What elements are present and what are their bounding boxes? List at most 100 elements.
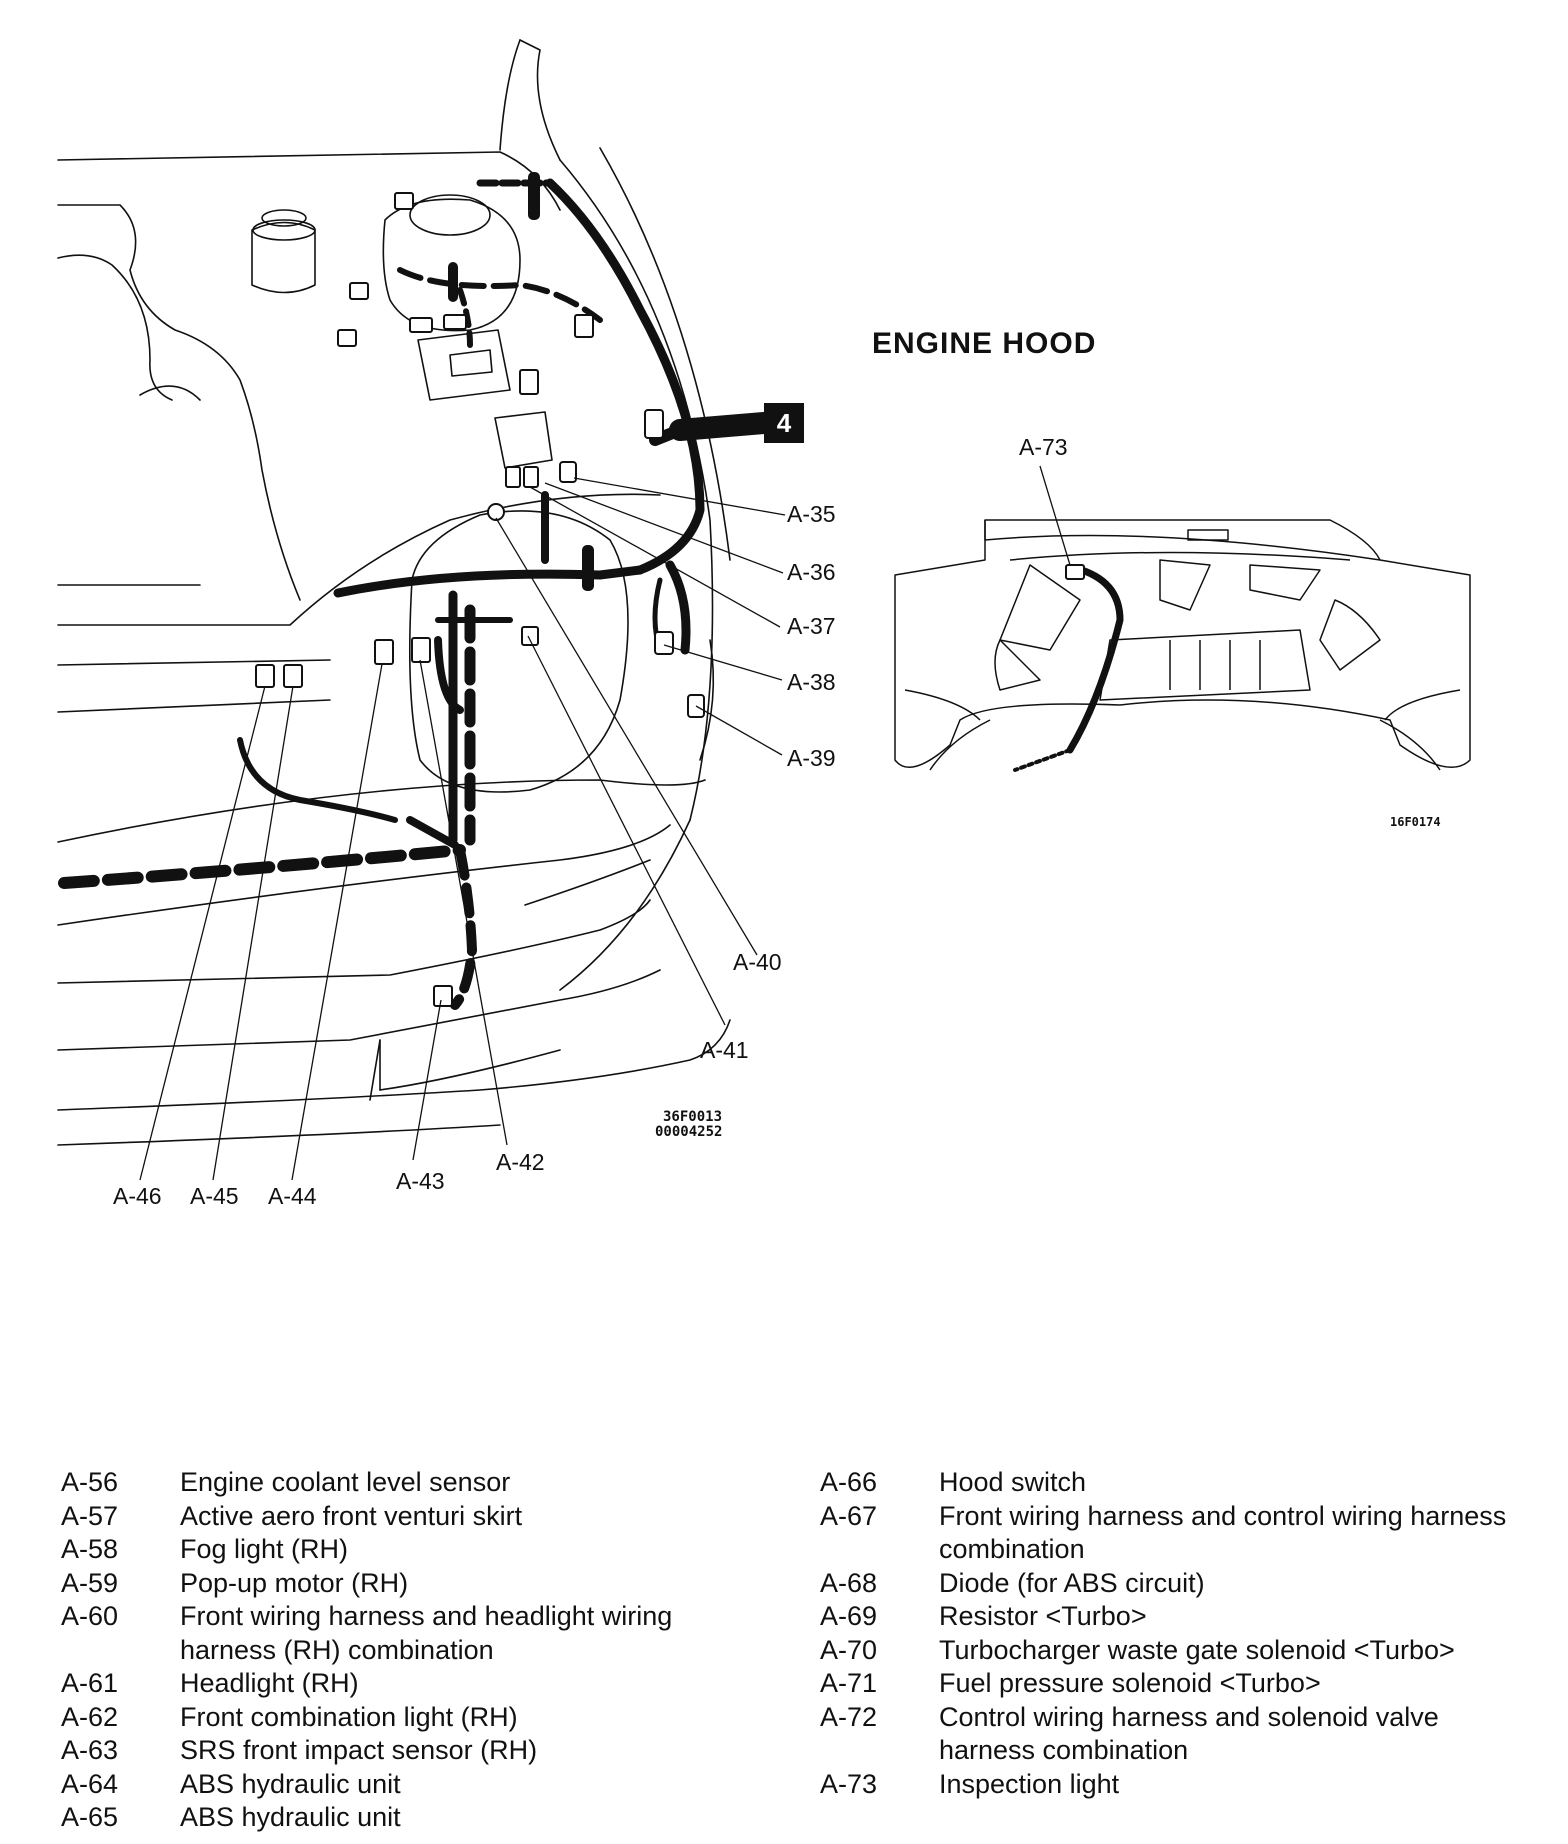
legend-description: harness combination bbox=[939, 1735, 1189, 1765]
legend-code: A-63 bbox=[61, 1735, 119, 1765]
legend-row: A-64 ABS hydraulic unit bbox=[61, 1768, 672, 1802]
legend-code: A-60 bbox=[61, 1601, 119, 1631]
connector-icon bbox=[443, 314, 467, 330]
legend-code bbox=[820, 1734, 939, 1768]
legend-row: A-62 Front combination light (RH) bbox=[61, 1701, 672, 1735]
legend-code: A-72 bbox=[820, 1701, 878, 1732]
connector-icon bbox=[409, 317, 433, 333]
legend-code: A-70 bbox=[820, 1634, 878, 1665]
legend-description: SRS front impact sensor (RH) bbox=[180, 1735, 538, 1765]
legend-description: Active aero front venturi skirt bbox=[180, 1500, 523, 1531]
legend-code bbox=[61, 1634, 180, 1668]
legend-code: A-58 bbox=[61, 1534, 119, 1564]
connector-icon bbox=[394, 192, 414, 210]
diagram-area: 4 A-35 A-36 A-37 A-38 A-39 A-40 A-41 A-4… bbox=[57, 39, 1471, 1209]
connector-icon bbox=[523, 466, 539, 488]
legend-code: A-62 bbox=[61, 1701, 119, 1732]
legend-row: harness (RH) combination bbox=[61, 1634, 672, 1668]
callout-a42: A-42 bbox=[496, 1149, 545, 1175]
connector-icon bbox=[654, 631, 674, 655]
connector-icon bbox=[644, 409, 664, 439]
legend-code: A-66 bbox=[820, 1467, 878, 1497]
connector-icon bbox=[349, 282, 369, 300]
callout-a44: A-44 bbox=[268, 1183, 317, 1209]
legend-code: A-71 bbox=[820, 1668, 878, 1698]
legend-description: Engine coolant level sensor bbox=[180, 1467, 511, 1497]
legend-description: Inspection light bbox=[939, 1768, 1120, 1799]
connector-icon bbox=[1065, 564, 1085, 580]
reservoir-cap-icon bbox=[251, 209, 316, 294]
legend-description: ABS hydraulic unit bbox=[180, 1802, 401, 1832]
leader-lines bbox=[139, 465, 1071, 1181]
connector-icon bbox=[559, 461, 577, 483]
connector-icon bbox=[487, 503, 505, 521]
legend-code: A-59 bbox=[61, 1567, 119, 1598]
callout-a40: A-40 bbox=[733, 949, 782, 975]
callout-a38: A-38 bbox=[787, 669, 836, 695]
legend-row: A-70 Turbocharger waste gate solenoid <Tu… bbox=[820, 1634, 1506, 1668]
figure-code: 36F0013 00004252 bbox=[655, 1110, 722, 1140]
callout-a35: A-35 bbox=[787, 501, 836, 527]
grommet-group bbox=[448, 172, 594, 591]
legend-row: A-61 Headlight (RH) bbox=[61, 1667, 672, 1701]
wheel-well-outline bbox=[408, 510, 629, 793]
callout-a36: A-36 bbox=[787, 559, 836, 585]
legend-code: A-61 bbox=[61, 1668, 119, 1698]
legend-description: Turbocharger waste gate solenoid <Turbo> bbox=[939, 1634, 1455, 1665]
connector-icon bbox=[519, 369, 539, 395]
legend-row: A-72 Control wiring harness and solenoid … bbox=[820, 1701, 1506, 1735]
legend-description: Pop-up motor (RH) bbox=[180, 1567, 409, 1598]
legend-description: ABS hydraulic unit bbox=[180, 1768, 401, 1799]
figure-code-line2: 00004252 bbox=[655, 1124, 723, 1140]
figure-code-line1: 36F0013 bbox=[663, 1109, 723, 1125]
callout-a45: A-45 bbox=[190, 1183, 239, 1209]
callout-a43: A-43 bbox=[396, 1168, 445, 1194]
legend-code: A-56 bbox=[61, 1467, 119, 1497]
legend-code: A-64 bbox=[61, 1768, 119, 1799]
legend-code: A-73 bbox=[820, 1768, 878, 1799]
legend-row: harness combination bbox=[820, 1734, 1506, 1768]
legend-description: combination bbox=[939, 1534, 1085, 1564]
connector-group bbox=[255, 192, 1085, 1007]
wiring-diagram-svg bbox=[57, 39, 1471, 1181]
legend-description: Diode (for ABS circuit) bbox=[939, 1567, 1205, 1598]
connector-icon bbox=[337, 329, 357, 347]
engine-hood-drawing bbox=[894, 519, 1471, 771]
legend-description: Front combination light (RH) bbox=[180, 1701, 518, 1732]
callout-a39: A-39 bbox=[787, 745, 836, 771]
legend-description: Control wiring harness and solenoid valv… bbox=[939, 1701, 1439, 1732]
connector-icon bbox=[574, 314, 594, 338]
legend-description: Hood switch bbox=[939, 1467, 1087, 1497]
legend-row: A-59 Pop-up motor (RH) bbox=[61, 1567, 672, 1601]
fluid-reservoir-icon bbox=[382, 194, 521, 332]
connector-icon bbox=[283, 664, 303, 688]
legend-row: A-63 SRS front impact sensor (RH) bbox=[61, 1734, 672, 1768]
connector-icon bbox=[505, 466, 521, 488]
legend-code: A-68 bbox=[820, 1567, 878, 1598]
legend-code: A-57 bbox=[61, 1500, 119, 1531]
connector-icon bbox=[521, 626, 539, 646]
legend-description: Fuel pressure solenoid <Turbo> bbox=[939, 1668, 1321, 1698]
hood-figure-code: 16F0174 bbox=[1390, 815, 1441, 829]
section-badge: 4 bbox=[764, 403, 804, 443]
callout-a41: A-41 bbox=[700, 1037, 749, 1063]
legend-code bbox=[820, 1533, 939, 1567]
legend-description: Headlight (RH) bbox=[180, 1668, 359, 1698]
callout-a46: A-46 bbox=[113, 1183, 162, 1209]
relay-box-icon bbox=[417, 329, 553, 469]
legend-row: A-73 Inspection light bbox=[820, 1768, 1506, 1802]
legend-description: Resistor <Turbo> bbox=[939, 1601, 1147, 1631]
legend-description: Fog light (RH) bbox=[180, 1534, 349, 1564]
callout-a37: A-37 bbox=[787, 613, 836, 639]
legend-row: A-58 Fog light (RH) bbox=[61, 1533, 672, 1567]
legend-row: A-57 Active aero front venturi skirt bbox=[61, 1500, 672, 1534]
connector-icon bbox=[255, 664, 275, 688]
engine-bay-outline bbox=[57, 39, 731, 1146]
legend-row: A-71 Fuel pressure solenoid <Turbo> bbox=[820, 1667, 1506, 1701]
